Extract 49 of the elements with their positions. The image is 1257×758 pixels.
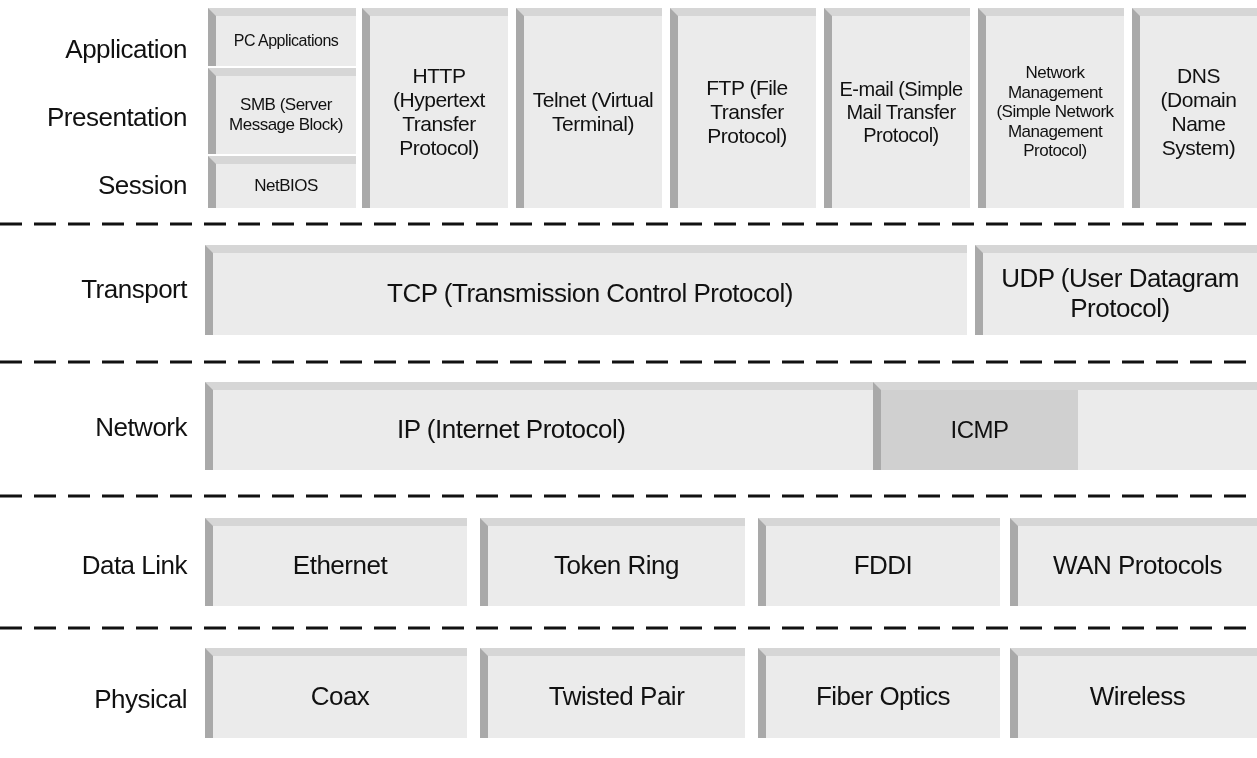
protocol-name: Token Ring: [552, 551, 681, 581]
protocol-name: NetBIOS: [253, 176, 319, 196]
protocol-box: [824, 8, 970, 208]
protocol-box: [978, 8, 1124, 208]
layer-label: Physical: [94, 684, 187, 715]
protocol-name: Coax: [309, 682, 371, 712]
protocol-name: ICMP: [949, 416, 1010, 444]
protocol-box: [758, 648, 1000, 738]
protocol-name: TCP (Transmission Control Protocol): [386, 279, 794, 309]
protocol-box: [362, 8, 508, 208]
protocol-box: [480, 518, 745, 606]
protocol-box: [208, 68, 356, 154]
layer-label: Session: [98, 170, 187, 201]
protocol-name: DNS (Domain Name System): [1159, 63, 1238, 161]
protocol-box: [873, 382, 1078, 470]
protocol-name: E-mail (Simple Mail Transfer Protocol): [838, 77, 964, 147]
protocol-name: Wireless: [1088, 682, 1187, 712]
protocol-box: [205, 648, 467, 738]
protocol-box: [480, 648, 745, 738]
protocol-name: SMB (Server Message Block): [228, 95, 344, 135]
protocol-name: HTTP (Hypertext Transfer Protocol): [392, 63, 486, 161]
layer-label: Transport: [81, 274, 187, 305]
protocol-box: [205, 382, 1257, 470]
layer-label: Data Link: [81, 550, 187, 581]
protocol-box: [1010, 648, 1257, 738]
protocol-box: [205, 245, 967, 335]
protocol-box: [516, 8, 662, 208]
protocol-name: FDDI: [852, 551, 914, 581]
protocol-name: Network Management (Simple Network Management Protocol): [995, 63, 1115, 161]
protocol-box: [208, 8, 356, 66]
protocol-box: [1132, 8, 1257, 208]
protocol-name: Fiber Optics: [814, 682, 952, 712]
protocol-box: [1010, 518, 1257, 606]
protocol-box: [205, 518, 467, 606]
protocol-name: Ethernet: [291, 551, 389, 581]
protocol-name: WAN Protocols: [1052, 551, 1223, 581]
protocol-name: IP (Internet Protocol): [396, 415, 627, 445]
protocol-name: FTP (File Transfer Protocol): [705, 75, 789, 149]
protocol-box: [670, 8, 816, 208]
layer-label: Network: [95, 412, 187, 443]
protocol-name: Telnet (Virtual Terminal): [531, 87, 655, 137]
protocol-name: Twisted Pair: [547, 682, 686, 712]
layer-label: Application: [65, 34, 187, 65]
protocol-box: [208, 156, 356, 208]
protocol-box: [975, 245, 1257, 335]
protocol-name: UDP (User Datagram Protocol): [1000, 264, 1240, 324]
protocol-name: PC Applications: [232, 31, 340, 51]
protocol-box: [758, 518, 1000, 606]
layer-label: Presentation: [47, 102, 187, 133]
